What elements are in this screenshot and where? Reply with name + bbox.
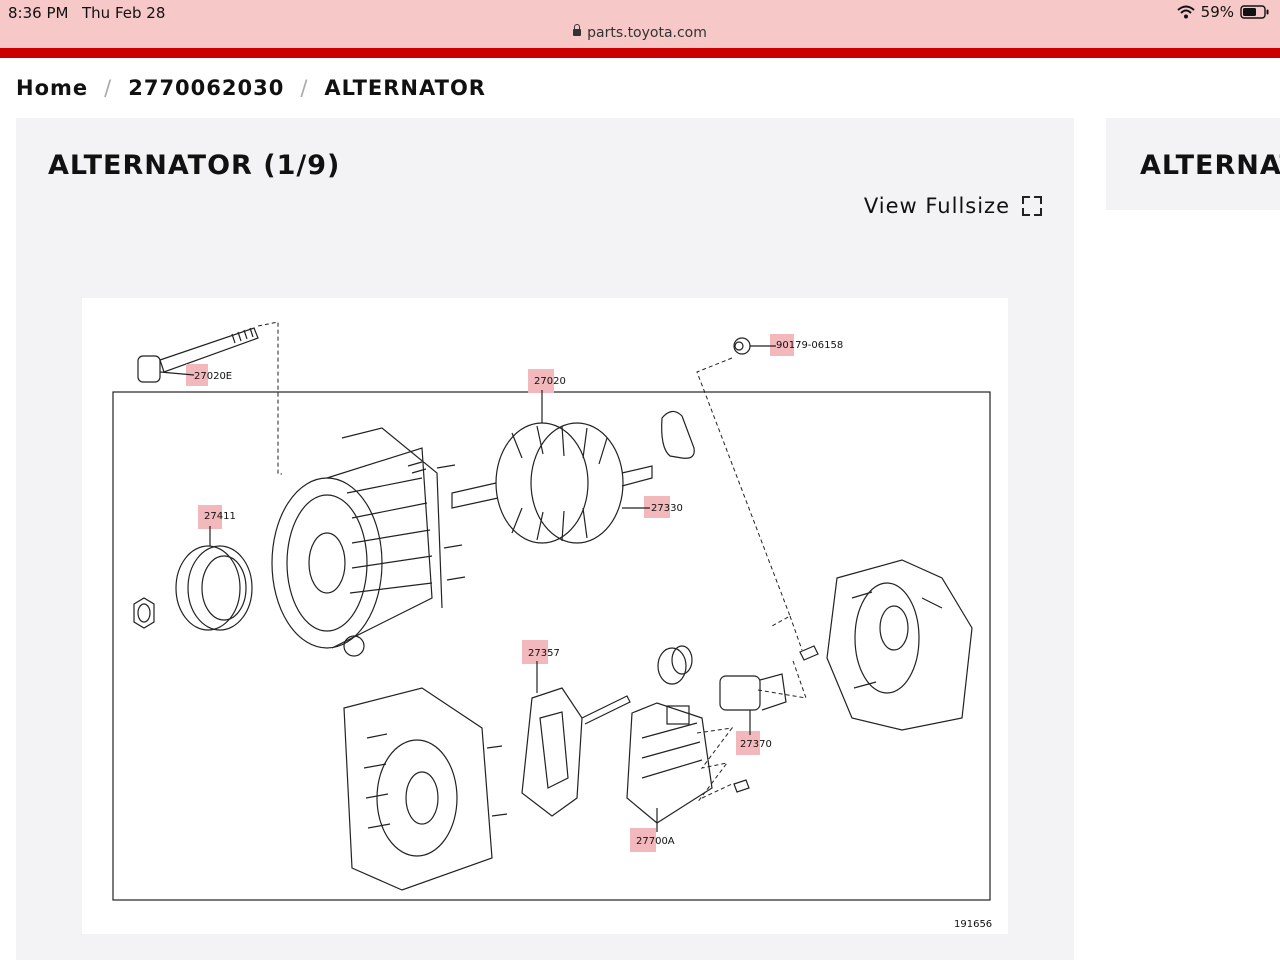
parts-diagram[interactable]: 27020E 27020 90179-06158 27411 27330	[82, 298, 1008, 934]
svg-text:90179-06158: 90179-06158	[776, 340, 843, 351]
next-diagram-title: ALTERNATOR	[1140, 150, 1280, 181]
svg-text:27330: 27330	[651, 503, 683, 514]
bearing-cover-drawing	[661, 410, 695, 459]
page-title: ALTERNATOR (1/9)	[48, 150, 341, 181]
url-text: parts.toyota.com	[587, 25, 707, 41]
callout-90179-06158: 90179-06158	[750, 334, 843, 356]
brush-holder-drawing	[521, 687, 631, 817]
view-fullsize-button[interactable]: View Fullsize	[864, 194, 1042, 218]
small-screw-drawing	[733, 779, 750, 793]
battery-percent: 59%	[1200, 3, 1234, 21]
insulator-drawing	[657, 645, 693, 685]
nut-drawing	[133, 597, 155, 629]
lock-icon	[573, 24, 582, 36]
breadcrumb-home[interactable]: Home	[16, 76, 89, 100]
callout-27020: 27020	[528, 369, 566, 423]
rotor-drawing	[451, 422, 653, 544]
status-bar: 8:36 PM Thu Feb 28 59% parts.toyota.com	[0, 0, 1280, 48]
wifi-icon	[1176, 5, 1195, 19]
svg-text:27357: 27357	[528, 648, 560, 659]
figure-number: 191656	[954, 919, 992, 930]
next-diagram-panel[interactable]: ALTERNATOR	[1106, 118, 1280, 210]
diagram-frame	[112, 391, 991, 901]
breadcrumb-separator: /	[300, 76, 309, 100]
breadcrumb-separator: /	[104, 76, 113, 100]
callout-27330: 27330	[622, 496, 683, 518]
view-fullsize-label: View Fullsize	[863, 194, 1010, 218]
terminal-drawing	[719, 673, 787, 711]
svg-text:27411: 27411	[204, 511, 236, 522]
breadcrumb-part-number[interactable]: 2770062030	[128, 76, 285, 100]
diagram-panel: ALTERNATOR (1/9) View Fullsize	[16, 118, 1074, 960]
callout-27411: 27411	[198, 505, 236, 546]
brand-header-bar	[0, 48, 1280, 58]
screw-drawing	[799, 645, 819, 661]
callout-27020e: 27020E	[159, 364, 232, 386]
status-date: Thu Feb 28	[82, 4, 166, 22]
alternator-exploded-view: 27020E 27020 90179-06158 27411 27330	[112, 321, 992, 930]
svg-text:27370: 27370	[740, 739, 772, 750]
bolt-drawing	[137, 327, 259, 383]
breadcrumb: Home / 2770062030 / ALTERNATOR	[16, 76, 486, 100]
address-bar[interactable]: parts.toyota.com	[0, 24, 1280, 41]
svg-text:27020E: 27020E	[194, 371, 232, 382]
pulley-drawing	[175, 545, 253, 631]
status-time: 8:36 PM	[8, 4, 69, 22]
rear-cover-drawing	[826, 559, 973, 731]
svg-text:27700A: 27700A	[636, 836, 675, 847]
washer-drawing	[733, 337, 751, 355]
breadcrumb-current: ALTERNATOR	[324, 76, 486, 100]
status-indicators: 59%	[1176, 3, 1270, 21]
callout-27357: 27357	[522, 640, 560, 693]
callout-27370: 27370	[736, 710, 772, 755]
front-housing-drawing	[271, 427, 466, 657]
rear-housing-drawing	[343, 687, 508, 891]
callout-27700a: 27700A	[630, 808, 675, 852]
battery-icon	[1240, 5, 1269, 19]
svg-text:27020: 27020	[534, 376, 566, 387]
regulator-drawing	[626, 702, 713, 824]
expand-icon	[1022, 196, 1042, 216]
